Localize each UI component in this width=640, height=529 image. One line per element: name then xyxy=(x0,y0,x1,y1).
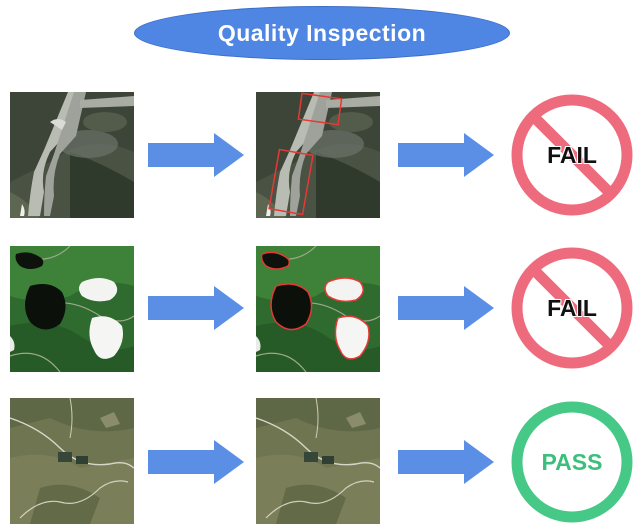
right-arrow-icon xyxy=(148,440,244,484)
verdict-label: FAIL xyxy=(547,141,597,168)
verdict-pass-badge: PASS xyxy=(510,400,634,524)
source-image-farmland xyxy=(10,398,134,524)
source-image-forest xyxy=(10,246,134,372)
title-banner: Quality Inspection xyxy=(134,6,510,60)
defect-outline xyxy=(270,283,313,331)
inspected-image-farmland xyxy=(256,398,380,524)
verdict-fail-badge: FAIL xyxy=(510,246,634,370)
right-arrow-icon xyxy=(398,286,494,330)
defect-outline xyxy=(334,315,370,360)
ring-icon xyxy=(511,401,633,523)
defect-outline xyxy=(324,277,364,303)
right-arrow-icon xyxy=(148,286,244,330)
defect-box xyxy=(297,92,343,126)
right-arrow-icon xyxy=(398,133,494,177)
defect-outline xyxy=(260,251,291,270)
right-arrow-icon xyxy=(148,133,244,177)
verdict-fail-badge: FAIL xyxy=(510,93,634,217)
verdict-label: FAIL xyxy=(547,294,597,321)
defect-box xyxy=(268,148,314,216)
source-image-highway xyxy=(10,92,134,218)
right-arrow-icon xyxy=(398,440,494,484)
prohibition-sign-icon xyxy=(511,94,633,216)
verdict-label: PASS xyxy=(541,448,603,475)
prohibition-sign-icon xyxy=(511,247,633,369)
page-title: Quality Inspection xyxy=(217,19,427,46)
inspected-image-forest xyxy=(256,246,380,372)
inspected-image-highway xyxy=(256,92,380,218)
